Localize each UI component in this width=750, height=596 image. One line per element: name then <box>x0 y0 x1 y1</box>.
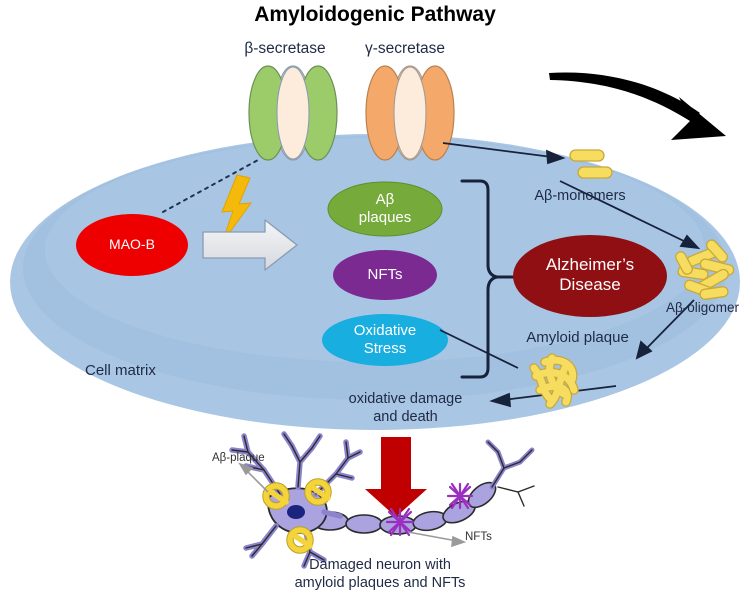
neuron-caption: Damaged neuron with amyloid plaques and … <box>294 557 466 592</box>
ab-monomers-label: Aβ-monomers <box>534 188 626 204</box>
neuron-nfts-label: NFTs <box>465 531 492 543</box>
cell-matrix-label: Cell matrix <box>85 362 156 379</box>
ab-oligomer-glyph <box>675 239 735 300</box>
activation-block-arrow <box>202 219 298 271</box>
oxidative-damage-label: oxidative damage and death <box>348 391 463 426</box>
amyloid-plaque-label: Amyloid plaque <box>526 329 629 346</box>
gamma-secretase-label: γ-secretase <box>364 40 446 57</box>
extracellular-curved-arrow <box>549 72 726 140</box>
ab-monomers-glyph <box>569 149 613 179</box>
beta-secretase-label: β-secretase <box>244 40 326 57</box>
gamma-secretase-complex <box>365 65 455 161</box>
oxidative-stress-node <box>322 314 448 366</box>
amyloid-plaque-glyph <box>529 353 579 409</box>
alzheimers-disease-node <box>513 235 667 317</box>
ab-plaques-node <box>327 181 443 237</box>
cell-death-arrow <box>365 437 427 517</box>
damaged-neuron-illustration <box>229 431 535 569</box>
ab-oligomer-label: Aβ-oligomer <box>665 300 740 315</box>
grouping-brace <box>460 179 518 379</box>
maob-node <box>76 214 188 276</box>
page-title: Amyloidogenic Pathway <box>254 3 496 26</box>
nfts-node <box>333 250 437 300</box>
maob-to-secretase-dotted-line <box>162 159 259 213</box>
beta-secretase-complex <box>248 65 338 161</box>
neuron-ab-plaque-label: Aβ-plaque <box>212 452 265 464</box>
lightning-bolt-icon <box>221 174 253 244</box>
